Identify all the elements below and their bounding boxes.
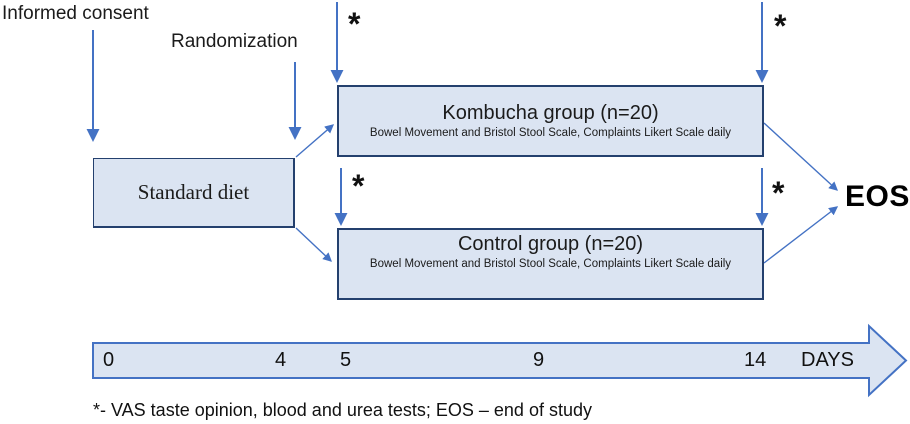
footnote: *- VAS taste opinion, blood and urea tes… [93, 400, 592, 420]
timeline-days-label: DAYS [801, 349, 854, 371]
timeline-tick-5: 5 [340, 349, 352, 371]
control-group-box: Control group (n=20) Bowel Movement and … [337, 228, 764, 300]
kombucha-group-box: Kombucha group (n=20) Bowel Movement and… [337, 85, 764, 157]
control-group-title: Control group (n=20) [457, 233, 644, 255]
control-to-eos-arrow [763, 206, 839, 264]
asterisk-kombucha-start: * [348, 6, 361, 42]
timeline-arrow [92, 323, 908, 398]
informed-consent-label: Informed consent [2, 3, 149, 24]
timeline-tick-9: 9 [533, 349, 545, 371]
kombucha-group-title: Kombucha group (n=20) [442, 102, 659, 124]
asterisk-control-start: * [352, 168, 365, 204]
eos-label: EOS [845, 180, 910, 213]
kombucha-group-subtitle: Bowel Movement and Bristol Stool Scale, … [369, 127, 732, 139]
timeline-tick-4: 4 [275, 349, 287, 371]
diet-to-control-arrow [295, 227, 332, 262]
asterisk-kombucha-end: * [774, 8, 787, 44]
asterisk-control-end: * [772, 175, 785, 211]
control-group-subtitle: Bowel Movement and Bristol Stool Scale, … [369, 258, 732, 270]
timeline-tick-0: 0 [103, 349, 115, 371]
standard-diet-label: Standard diet [137, 180, 250, 204]
randomization-label: Randomization [171, 31, 298, 52]
diet-to-kombucha-arrow [295, 124, 335, 158]
standard-diet-box: Standard diet [93, 158, 295, 228]
timeline-tick-14: 14 [744, 349, 767, 371]
